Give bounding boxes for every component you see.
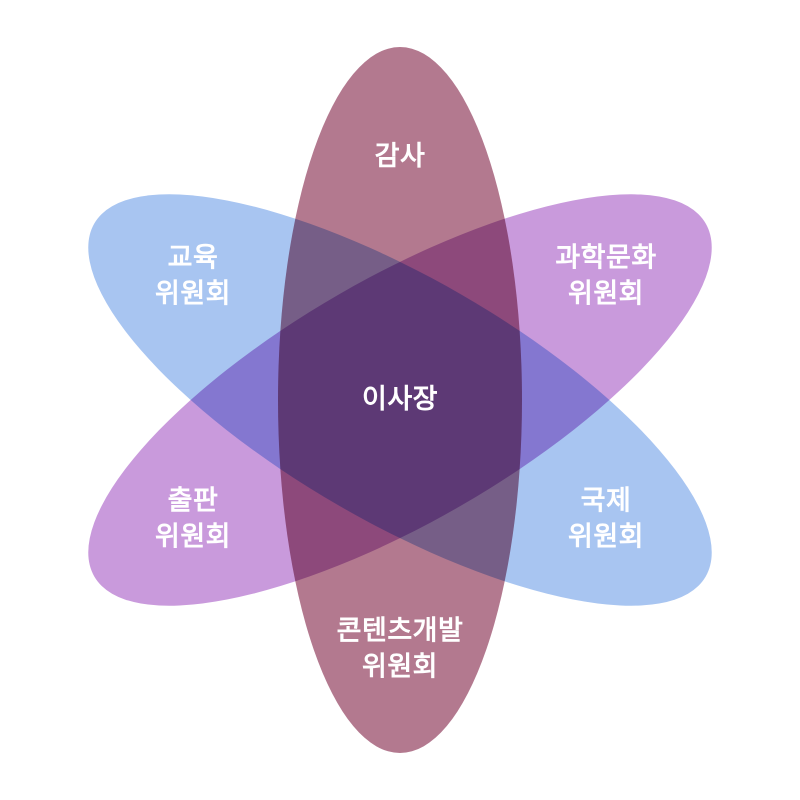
label-education-line2: 위원회 <box>154 278 232 308</box>
label-content-development-committee: 콘텐츠개발 위원회 <box>337 613 464 684</box>
label-international-committee: 국제 위원회 <box>568 483 644 554</box>
label-science-culture-line2: 위원회 <box>567 278 645 308</box>
label-international-line2: 위원회 <box>567 521 645 551</box>
label-publishing-line2: 위원회 <box>154 521 232 551</box>
label-science-culture-line1: 과학문화 <box>555 242 657 273</box>
label-science-culture-committee: 과학문화 위원회 <box>555 240 656 311</box>
label-audit: 감사 <box>375 139 426 175</box>
label-international-line1: 국제 <box>580 485 632 516</box>
label-publishing-line1: 출판 <box>167 485 219 516</box>
label-chairman-text: 이사장 <box>361 384 439 415</box>
label-content-development-line2: 위원회 <box>361 651 439 681</box>
label-chairman: 이사장 <box>362 382 438 418</box>
label-education-committee: 교육 위원회 <box>155 240 231 311</box>
label-content-development-line1: 콘텐츠개발 <box>336 615 464 646</box>
label-audit-text: 감사 <box>374 141 426 172</box>
label-publishing-committee: 출판 위원회 <box>155 483 231 554</box>
label-education-line1: 교육 <box>167 242 219 273</box>
